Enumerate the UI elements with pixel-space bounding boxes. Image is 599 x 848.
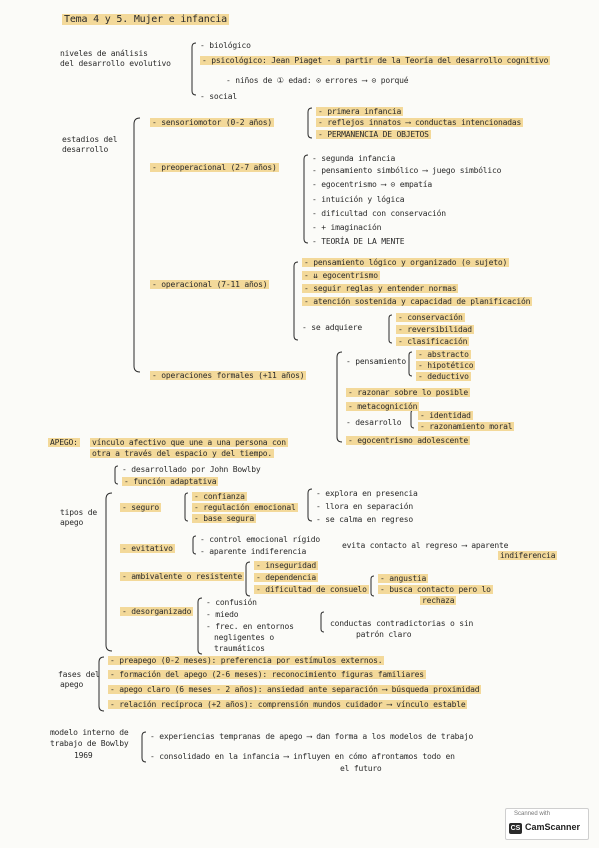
estadios-label-1: estadios del	[62, 135, 118, 144]
sensoriomotor-item: - reflejos innatos ⟶ conductas intencion…	[316, 118, 524, 127]
sensoriomotor-item: - primera infancia	[316, 107, 404, 116]
niveles-social: - social	[200, 92, 237, 101]
page-title: Tema 4 y 5. Mujer e infancia	[62, 14, 229, 25]
formales-head: - operaciones formales (+11 años)	[150, 371, 307, 380]
operacional-item: - seguir reglas y entender normas	[302, 284, 459, 293]
fase-item: - formación del apego (2-6 meses): recon…	[108, 670, 426, 679]
operacional-adquiere: - se adquiere	[302, 323, 363, 332]
formales-item: - razonar sobre lo posible	[346, 388, 471, 397]
pensamiento-item: - abstracto	[416, 350, 471, 359]
niveles-ninos: - niños de ① edad: ⊙ errores ⟶ ⊙ porqué	[226, 76, 409, 85]
desarrollo-item: - identidad	[418, 411, 473, 420]
camscanner-caption: Scanned with	[514, 811, 551, 817]
tipos-label-1: tipos de	[60, 508, 97, 517]
modelo-label-3: 1969	[74, 751, 93, 760]
apego-def-1: vínculo afectivo que une a una persona c…	[90, 438, 288, 447]
modelo-item: - consolidado en la infancia ⟶ influyen …	[150, 752, 455, 761]
niveles-label-2: del desarrollo evolutivo	[60, 59, 171, 68]
camscanner-badge: Scanned with CS CamScanner	[505, 808, 589, 840]
preoperacional-item: - segunda infancia	[312, 154, 396, 163]
sensoriomotor-item: - PERMANENCIA DE OBJETOS	[316, 130, 431, 139]
modelo-label-1: modelo interno de	[50, 728, 129, 737]
pensamiento-item: - deductivo	[416, 372, 471, 381]
preoperacional-item: - egocentrismo ⟶ ⊙ empatía	[312, 180, 433, 189]
seguro-head: - seguro	[120, 503, 161, 512]
ambivalente-res: - busca contacto pero lo	[378, 585, 493, 594]
niveles-psicologico: - psicológico: Jean Piaget - a partir de…	[200, 56, 551, 65]
fases-label-2: apego	[60, 680, 84, 689]
ambivalente-res: rechaza	[420, 596, 457, 605]
preoperacional-item: - intuición y lógica	[312, 195, 405, 204]
modelo-label-2: trabajo de Bowlby	[50, 739, 129, 748]
seguro-sub: - confianza	[192, 492, 247, 501]
desorganizado-sub: traumáticos	[214, 644, 265, 653]
desorganizado-sub: - miedo	[206, 610, 239, 619]
formales-item: - metacognición	[346, 402, 420, 411]
seguro-res: - llora en separación	[316, 502, 413, 511]
seguro-res: - explora en presencia	[316, 489, 418, 498]
desorganizado-sub: - confusión	[206, 598, 257, 607]
desarrollo-item: - razonamiento moral	[418, 422, 515, 431]
niveles-biologico: - biológico	[200, 41, 251, 50]
preoperacional-item: - TEORÍA DE LA MENTE	[312, 237, 405, 246]
ambivalente-head: - ambivalente o resistente	[120, 572, 245, 581]
modelo-item-cont: el futuro	[340, 764, 382, 773]
preoperacional-item: - pensamiento simbólico ⟶ juego simbólic…	[312, 166, 502, 175]
ambivalente-res: - angustia	[378, 574, 429, 583]
seguro-res: - se calma en regreso	[316, 515, 413, 524]
fase-item: - preapego (0-2 meses): preferencia por …	[108, 656, 385, 665]
evitativo-head: - evitativo	[120, 544, 175, 553]
ambivalente-sub: - inseguridad	[254, 561, 319, 570]
evitativo-sub: - aparente indiferencia	[200, 547, 307, 556]
pensamiento-item: - hipotético	[416, 361, 476, 370]
fase-item: - relación recíproca (+2 años): comprens…	[108, 700, 468, 709]
adquiere-item: - reversibilidad	[396, 325, 474, 334]
desorganizado-res: patrón claro	[356, 630, 412, 639]
preoperacional-item: - dificultad con conservación	[312, 209, 446, 218]
ambivalente-sub: - dependencia	[254, 573, 319, 582]
adquiere-item: - conservación	[396, 313, 465, 322]
evitativo-sub: - control emocional rígido	[200, 535, 321, 544]
estadios-label-2: desarrollo	[62, 145, 109, 154]
formales-egocentrismo: - egocentrismo adolescente	[346, 436, 471, 445]
operacional-item: - atención sostenida y capacidad de plan…	[302, 297, 533, 306]
formales-desarrollo: - desarrollo	[346, 418, 402, 427]
camscanner-name: CamScanner	[525, 822, 581, 832]
apego-label: APEGO:	[48, 438, 80, 447]
desorganizado-head: - desorganizado	[120, 607, 194, 616]
evitativo-res-2: indiferencia	[498, 551, 558, 560]
adquiere-item: - clasificación	[396, 337, 470, 346]
operacional-head: - operacional (7-11 años)	[150, 280, 270, 289]
tipos-label-2: apego	[60, 518, 84, 527]
apego-def-2: otra a través del espacio y del tiempo.	[90, 449, 275, 458]
fase-item: - apego claro (6 meses - 2 años): ansied…	[108, 685, 482, 694]
ambivalente-sub: - dificultad de consuelo	[254, 585, 369, 594]
preoperacional-head: - preoperacional (2-7 años)	[150, 163, 279, 172]
apego-item: - desarrollado por John Bowlby	[122, 465, 261, 474]
camscanner-logo-icon: CS	[509, 823, 522, 834]
fases-label-1: fases del	[58, 670, 100, 679]
preoperacional-item: - + imaginación	[312, 223, 382, 232]
desorganizado-res: conductas contradictorias o sin	[330, 619, 474, 628]
desorganizado-sub: negligentes o	[214, 633, 275, 642]
apego-item: - función adaptativa	[122, 477, 219, 486]
operacional-item: - pensamiento lógico y organizado (⊙ suj…	[302, 258, 510, 267]
seguro-sub: - regulación emocional	[192, 503, 298, 512]
sensoriomotor-head: - sensoriomotor (0-2 años)	[150, 118, 275, 127]
seguro-sub: - base segura	[192, 514, 257, 523]
modelo-item: - experiencias tempranas de apego ⟶ dan …	[150, 732, 474, 741]
formales-pensamiento: - pensamiento	[346, 357, 407, 366]
niveles-label-1: niveles de análisis	[60, 49, 148, 58]
desorganizado-sub: - frec. en entornos	[206, 622, 294, 631]
evitativo-res: evita contacto al regreso ⟶ aparente	[342, 541, 509, 550]
operacional-item: - ⇊ egocentrismo	[302, 271, 380, 280]
